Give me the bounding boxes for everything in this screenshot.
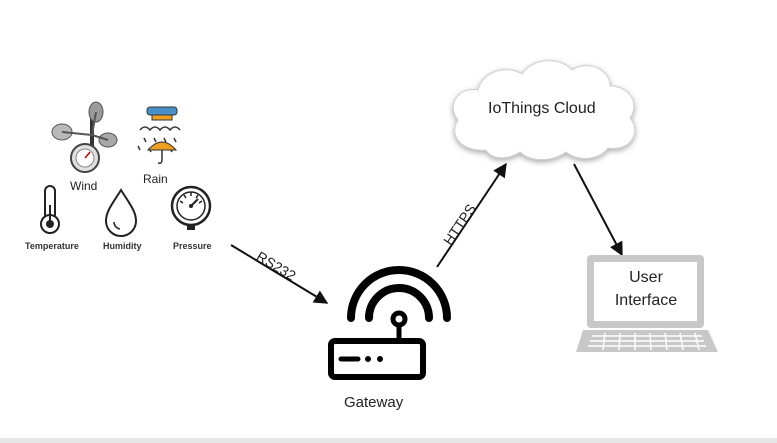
cloud-shape <box>452 60 636 160</box>
pressure-gauge-icon <box>170 185 212 230</box>
pressure-label: Pressure <box>173 241 212 251</box>
gateway-label: Gateway <box>344 394 404 411</box>
https-arrow <box>436 162 507 268</box>
cloud-label: IoThings Cloud <box>488 100 596 117</box>
temperature-label: Temperature <box>25 241 79 251</box>
anemometer-icon <box>51 101 118 173</box>
laptop-icon <box>576 255 718 352</box>
thermometer-icon <box>40 185 60 234</box>
ui-label-line1: User <box>629 269 663 286</box>
rain-label: Rain <box>143 172 168 186</box>
ui-label-line2: Interface <box>614 292 678 309</box>
humidity-label: Humidity <box>103 241 142 251</box>
rain-gauge-icon <box>137 106 181 164</box>
wind-label: Wind <box>70 179 98 193</box>
router-icon <box>328 266 451 380</box>
rs232-arrow <box>230 244 329 304</box>
user-interface-label: User Interface <box>600 266 692 312</box>
bottom-border <box>0 438 777 443</box>
cloud-to-ui-arrow <box>573 163 623 257</box>
water-drop-icon <box>104 188 138 237</box>
